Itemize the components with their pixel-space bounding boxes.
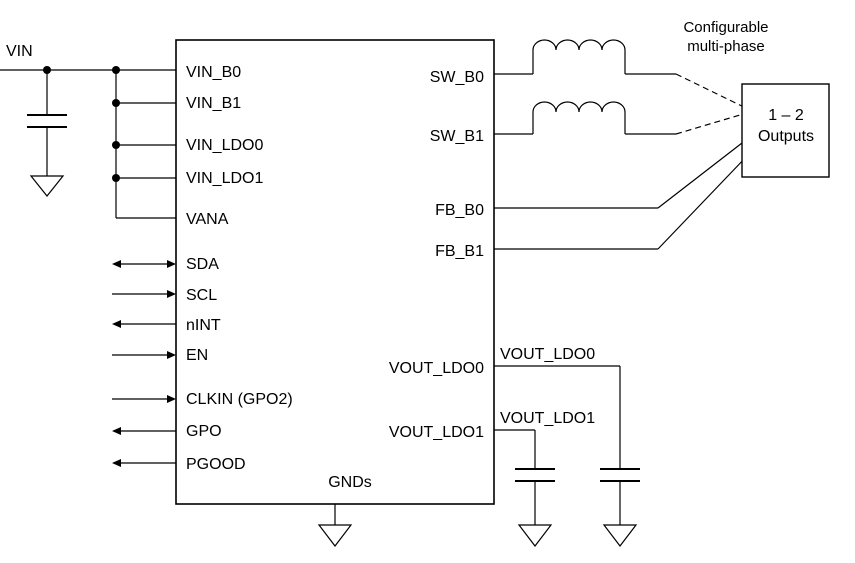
net-label-vout-ldo1: VOUT_LDO1 <box>500 410 595 427</box>
feedback-lines <box>494 142 749 250</box>
ldo1-output <box>494 429 555 547</box>
ldo0-output <box>494 365 640 547</box>
ground-symbol <box>317 524 353 547</box>
pin-vin-b1: VIN_B1 <box>186 95 241 112</box>
ground-symbol <box>517 524 553 547</box>
pmic-chip-body <box>175 39 495 505</box>
chip-ground <box>317 504 353 547</box>
ground-symbol <box>29 175 65 197</box>
net-label-vout-ldo0: VOUT_LDO0 <box>500 346 595 363</box>
pin-fb-b1: FB_B1 <box>435 243 484 260</box>
pin-pgood: PGOOD <box>186 456 246 473</box>
junction-dot <box>112 174 120 182</box>
pin-vin-b0: VIN_B0 <box>186 64 241 81</box>
pin-scl: SCL <box>186 287 217 304</box>
pin-vin-ldo1: VIN_LDO1 <box>186 170 263 187</box>
outputs-box-line1: 1 – 2 <box>768 107 804 124</box>
vin-input-capacitor <box>27 70 67 197</box>
vin-bus <box>0 66 176 219</box>
junction-dot <box>112 141 120 149</box>
pin-vout-ldo0: VOUT_LDO0 <box>389 360 484 377</box>
pin-sw-b0: SW_B0 <box>430 69 484 86</box>
ground-symbol <box>602 524 638 547</box>
pin-nint: nINT <box>186 317 221 334</box>
outputs-box-line2: Outputs <box>758 128 814 145</box>
pin-fb-b0: FB_B0 <box>435 202 484 219</box>
pin-vana: VANA <box>186 211 229 228</box>
pin-sw-b1: SW_B1 <box>430 128 484 145</box>
inductor-b1 <box>532 101 626 113</box>
vin-label: VIN <box>6 43 33 60</box>
switch-inductors <box>494 39 751 135</box>
pin-vout-ldo1: VOUT_LDO1 <box>389 424 484 441</box>
pin-clkin: CLKIN (GPO2) <box>186 391 293 408</box>
left-signal-arrows <box>112 260 176 467</box>
outputs-box <box>741 83 830 178</box>
junction-dot <box>112 99 120 107</box>
pin-en: EN <box>186 347 208 364</box>
inductor-b0 <box>532 39 626 51</box>
pin-gnds: GNDs <box>328 474 372 491</box>
pin-sda: SDA <box>186 256 219 273</box>
configurable-annotation-line1: Configurable <box>683 19 768 36</box>
configurable-annotation-line2: multi-phase <box>687 38 765 55</box>
pin-vin-ldo0: VIN_LDO0 <box>186 137 263 154</box>
pin-gpo: GPO <box>186 423 222 440</box>
junction-dot <box>112 66 120 74</box>
